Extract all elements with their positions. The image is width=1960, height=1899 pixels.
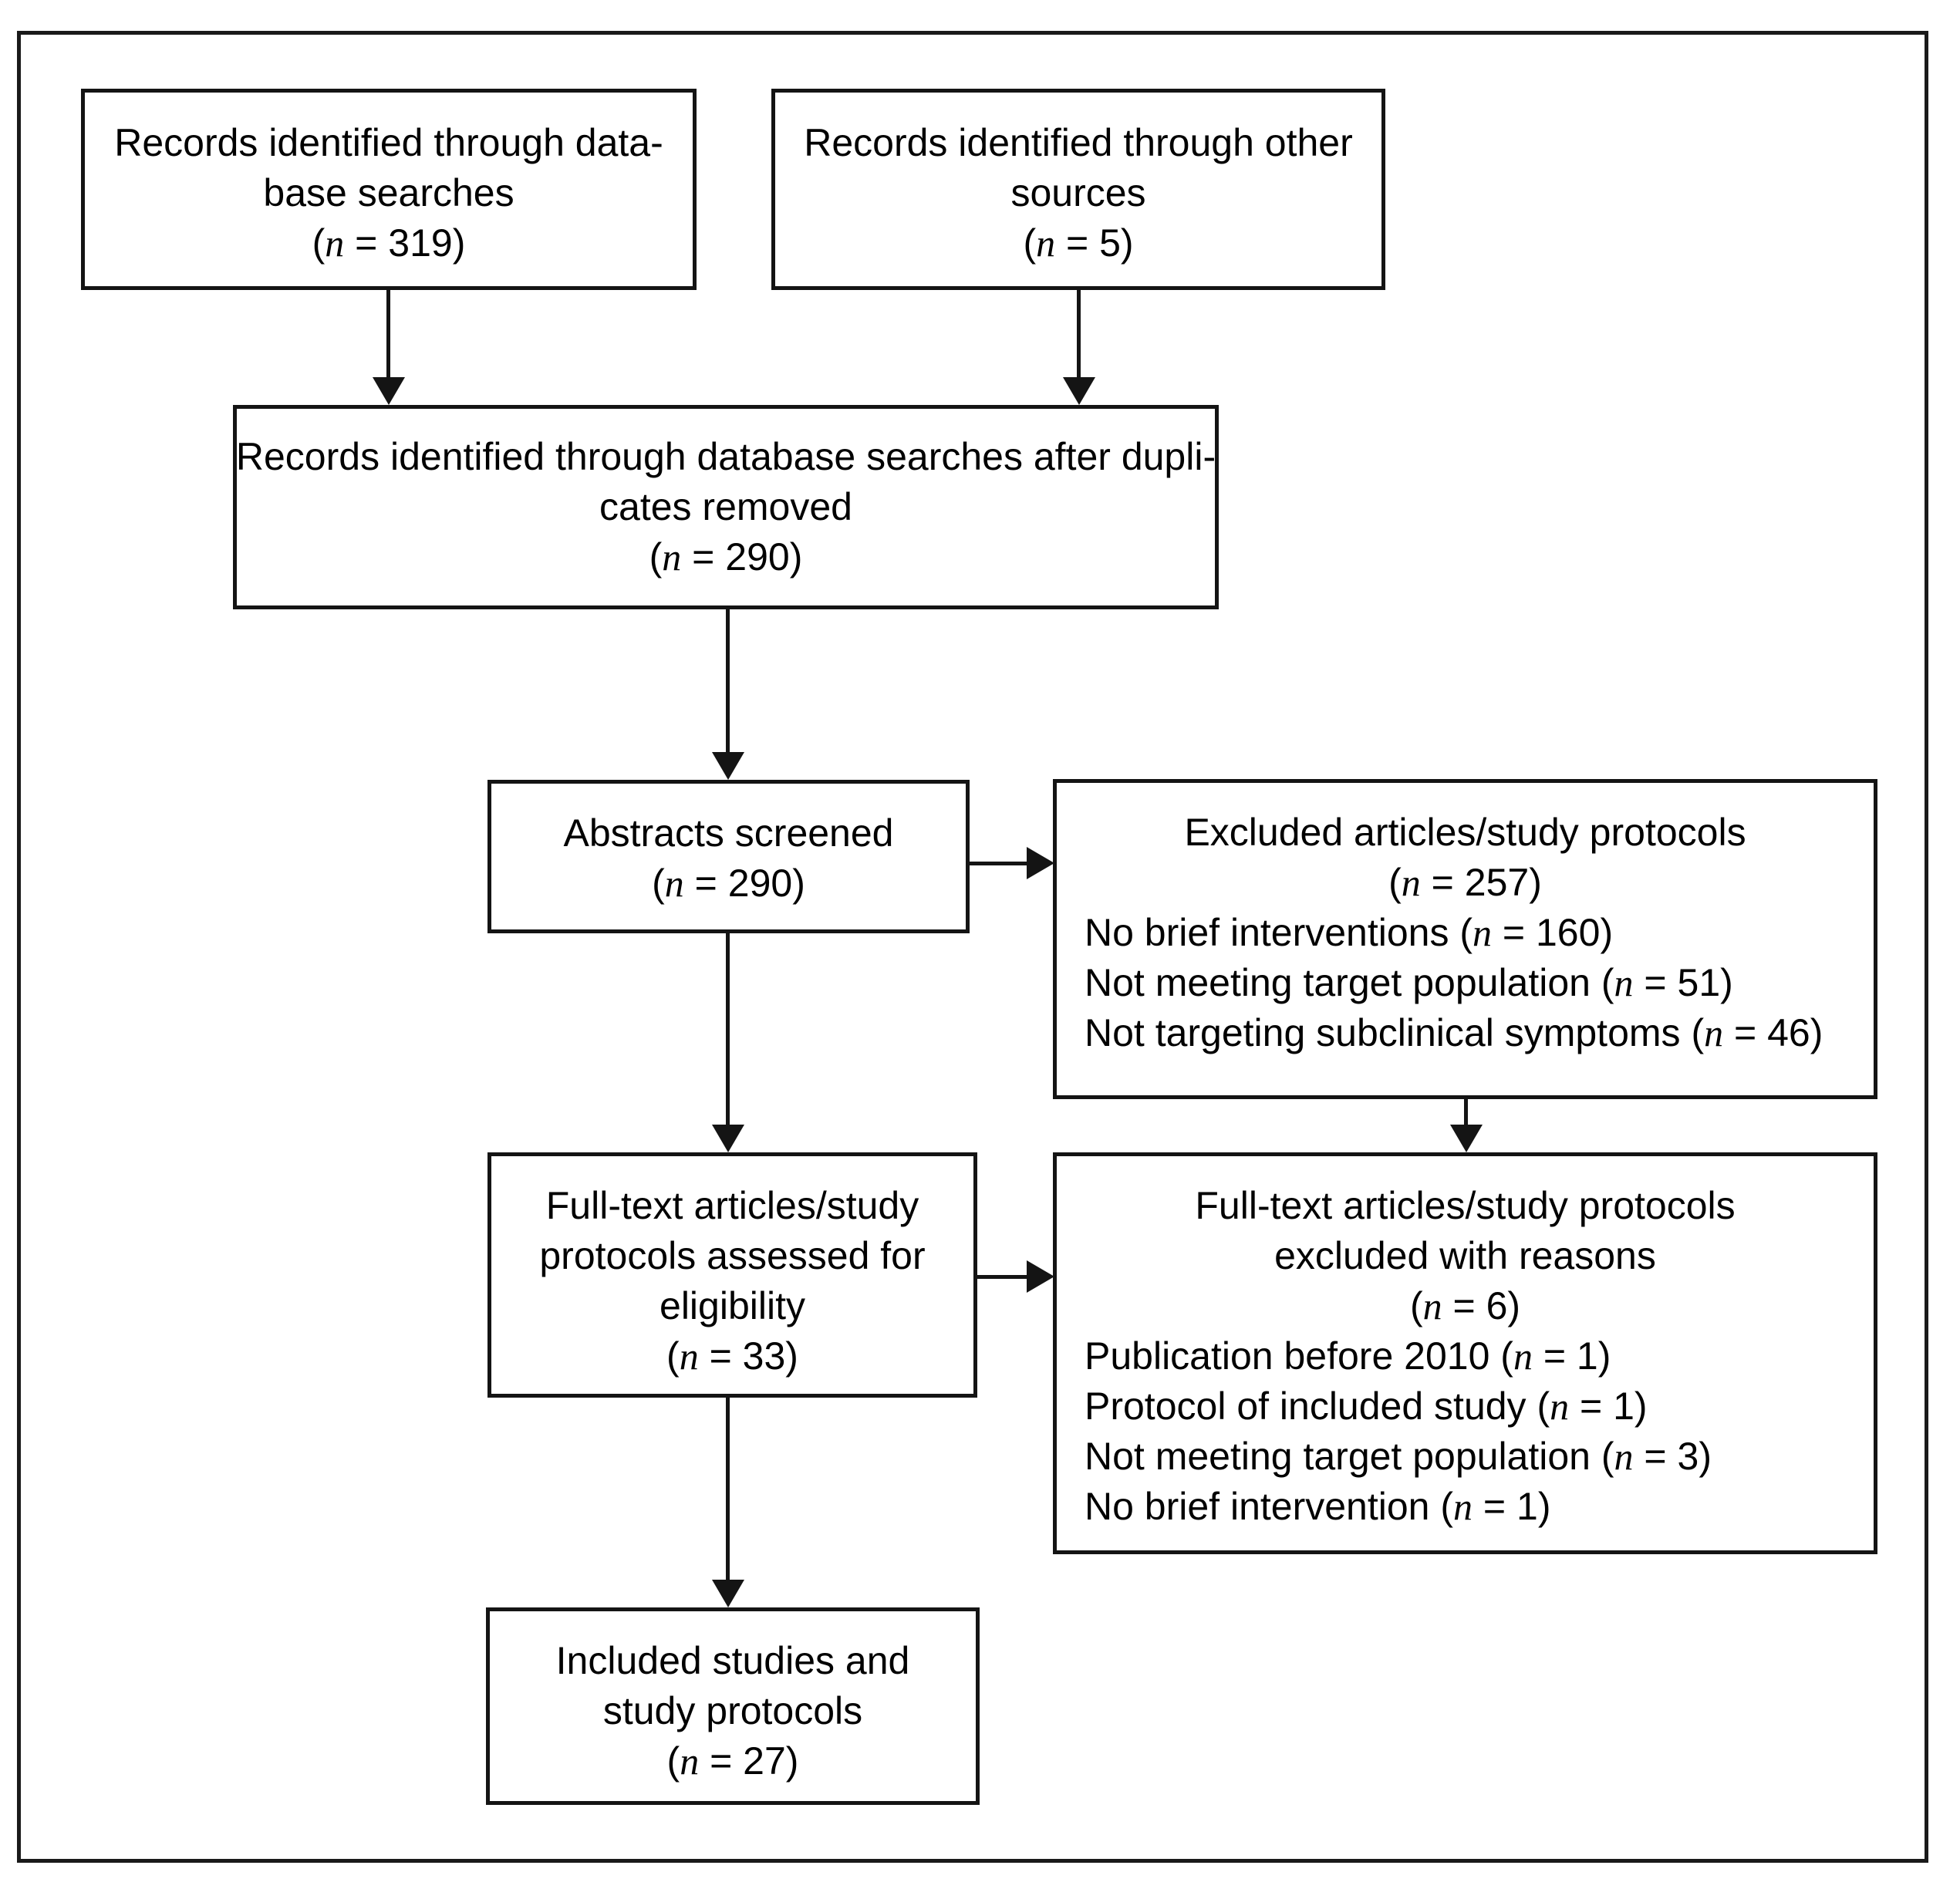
n-value: 319: [388, 221, 453, 265]
arrowhead-abstracts-to-excluded: [1027, 847, 1054, 879]
n-italic: n: [662, 535, 682, 578]
exclusion-reason-item: Not meeting target population (n = 51): [1085, 961, 1733, 1004]
exclusion-reasons-list: Publication before 2010 (n = 1) Protocol…: [1057, 1331, 1874, 1532]
connector-abstracts-to-fulltext: [726, 933, 730, 1125]
node-full-text-articles-assessed-for-eligibility: Full-text articles/study protocols asses…: [487, 1152, 977, 1398]
reason-text: Not targeting subclinical symptoms: [1085, 1011, 1681, 1054]
exclusion-reason-item: No brief interventions (n = 160): [1085, 911, 1614, 954]
n-italic: n: [680, 1739, 700, 1783]
reason-text: No brief intervention: [1085, 1485, 1430, 1528]
node-count: (n = 290): [649, 535, 803, 578]
node-line: protocols assessed for: [539, 1234, 926, 1277]
arrowhead-abstracts-to-fulltext: [712, 1125, 744, 1152]
n-value: 160: [1536, 911, 1601, 954]
node-count: (n = 5): [1023, 221, 1134, 265]
n-value: 290: [725, 535, 790, 578]
n-italic: n: [679, 1334, 699, 1378]
n-value: 33: [742, 1334, 786, 1378]
node-line: Excluded articles/study protocols: [1184, 811, 1746, 854]
node-line: excluded with reasons: [1274, 1234, 1656, 1277]
n-italic: n: [1453, 1485, 1473, 1528]
exclusion-reason-item: Publication before 2010 (n = 1): [1085, 1334, 1611, 1378]
exclusion-reason-item: Protocol of included study (n = 1): [1085, 1385, 1648, 1428]
node-line: Records identified through data-: [114, 121, 663, 164]
node-line: cates removed: [599, 485, 852, 528]
arrowhead-other-sources-to-duplicates: [1063, 377, 1095, 405]
n-value: 51: [1677, 961, 1721, 1004]
node-line: eligibility: [660, 1284, 805, 1327]
n-value: 46: [1767, 1011, 1810, 1054]
arrowhead-fulltext-to-fulltext-excluded: [1027, 1260, 1054, 1293]
node-records-after-duplicates-removed: Records identified through database sear…: [233, 405, 1219, 609]
n-italic: n: [1614, 1435, 1634, 1478]
node-line: base searches: [263, 171, 514, 214]
arrowhead-duplicates-to-abstracts: [712, 752, 744, 780]
n-italic: n: [1422, 1284, 1442, 1327]
node-count: (n = 319): [312, 221, 466, 265]
connector-db-searches-to-duplicates: [386, 290, 390, 377]
n-italic: n: [1513, 1334, 1533, 1378]
arrowhead-excluded-to-fulltext-excluded: [1450, 1125, 1483, 1152]
n-value: 257: [1464, 861, 1530, 904]
n-italic: n: [1614, 961, 1634, 1004]
node-records-identified-other-sources: Records identified through other sources…: [771, 89, 1385, 290]
connector-excluded-to-fulltext-excluded: [1464, 1099, 1468, 1125]
reason-text: Not meeting target population: [1085, 1435, 1591, 1478]
node-line: Full-text articles/study: [545, 1184, 919, 1227]
connector-other-sources-to-duplicates: [1077, 290, 1081, 377]
connector-duplicates-to-abstracts: [726, 609, 730, 752]
n-italic: n: [664, 862, 684, 905]
connector-abstracts-to-excluded: [970, 862, 1028, 865]
node-line: study protocols: [602, 1689, 863, 1732]
node-line: Records identified through other: [804, 121, 1353, 164]
n-italic: n: [1550, 1385, 1570, 1428]
node-included-studies-and-study-protocols: Included studies and study protocols (n …: [486, 1607, 980, 1805]
node-full-text-articles-excluded-with-reasons: Full-text articles/study protocols exclu…: [1053, 1152, 1877, 1554]
arrowhead-fulltext-to-included: [712, 1580, 744, 1607]
node-excluded-articles-study-protocols: Excluded articles/study protocols (n = 2…: [1053, 779, 1877, 1099]
reason-text: No brief interventions: [1085, 911, 1449, 954]
n-value: 27: [743, 1739, 786, 1783]
node-count: (n = 33): [666, 1334, 798, 1378]
node-line: Abstracts screened: [563, 811, 894, 855]
connector-fulltext-to-fulltext-excluded: [977, 1275, 1028, 1279]
n-value: 1: [1613, 1385, 1634, 1428]
node-line: Included studies and: [555, 1639, 910, 1682]
connector-fulltext-to-included: [726, 1398, 730, 1580]
exclusion-reason-item: Not targeting subclinical symptoms (n = …: [1085, 1011, 1823, 1054]
exclusion-reasons-list: No brief interventions (n = 160) Not mee…: [1057, 908, 1874, 1058]
n-italic: n: [1704, 1011, 1724, 1054]
n-value: 3: [1677, 1435, 1699, 1478]
n-italic: n: [1401, 861, 1421, 904]
node-line: Records identified through database sear…: [235, 435, 1216, 478]
node-line: Full-text articles/study protocols: [1195, 1184, 1736, 1227]
arrowhead-db-searches-to-duplicates: [373, 377, 405, 405]
exclusion-reason-item: Not meeting target population (n = 3): [1085, 1435, 1712, 1478]
reason-text: Publication before 2010: [1085, 1334, 1490, 1378]
n-value: 290: [727, 862, 793, 905]
n-value: 6: [1486, 1284, 1508, 1327]
n-italic: n: [325, 221, 345, 265]
node-records-identified-database-searches: Records identified through data- base se…: [81, 89, 697, 290]
reason-text: Protocol of included study: [1085, 1385, 1527, 1428]
n-italic: n: [1036, 221, 1056, 265]
node-count: (n = 290): [652, 862, 805, 905]
n-value: 5: [1099, 221, 1121, 265]
exclusion-reason-item: No brief intervention (n = 1): [1085, 1485, 1551, 1528]
node-abstracts-screened: Abstracts screened (n = 290): [487, 780, 970, 933]
node-count: (n = 6): [1409, 1284, 1521, 1327]
n-italic: n: [1473, 911, 1493, 954]
node-count: (n = 257): [1388, 861, 1542, 904]
n-value: 1: [1516, 1485, 1538, 1528]
reason-text: Not meeting target population: [1085, 961, 1591, 1004]
node-line: sources: [1010, 171, 1146, 214]
node-count: (n = 27): [666, 1739, 799, 1783]
n-value: 1: [1576, 1334, 1598, 1378]
